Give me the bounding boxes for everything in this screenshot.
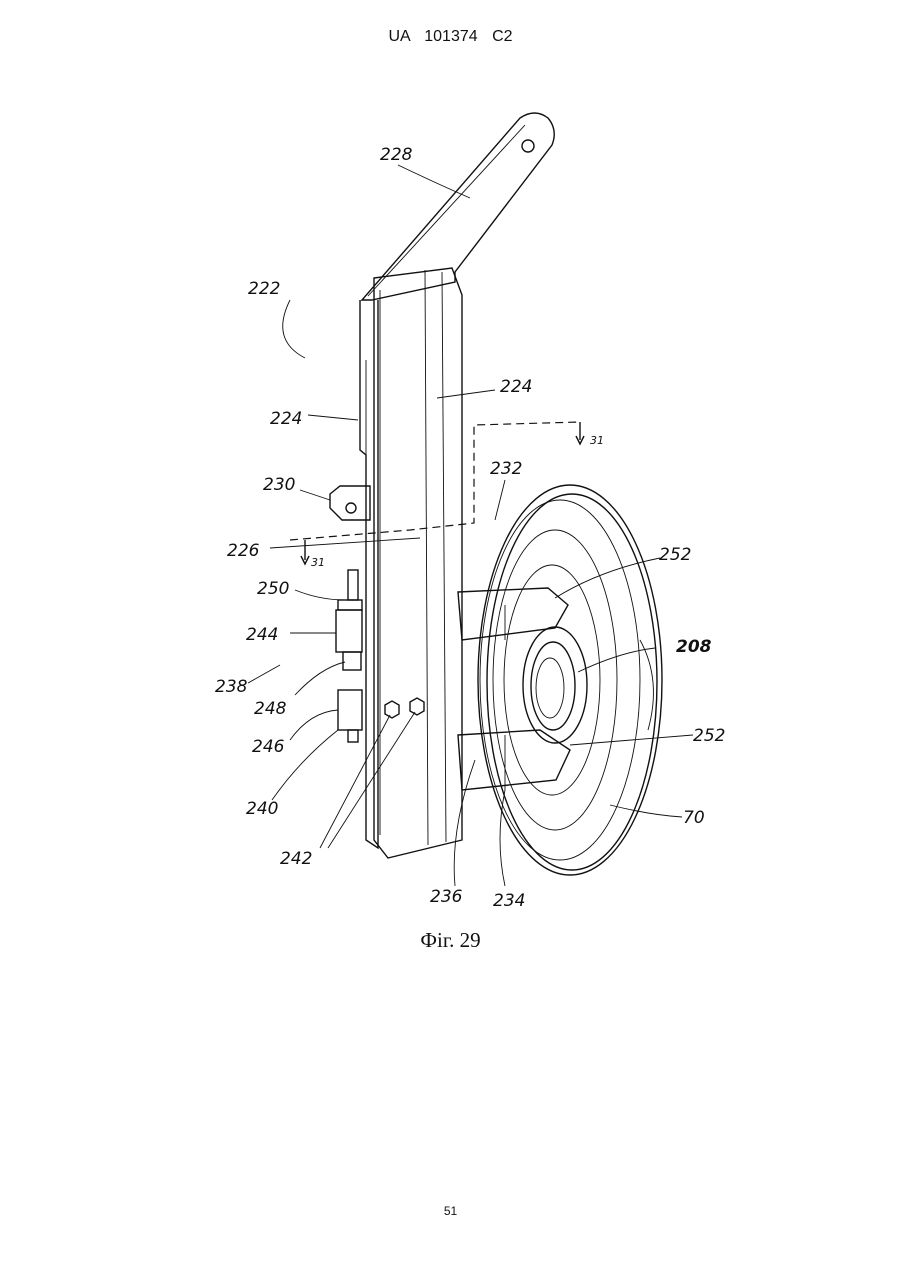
hub-208: [523, 627, 587, 743]
label-248: 248: [254, 699, 287, 719]
label-232: 232: [490, 459, 522, 479]
axle-brackets: [458, 588, 570, 790]
label-240: 240: [246, 799, 278, 819]
front-plate-224: [374, 268, 462, 858]
label-234: 234: [493, 891, 525, 911]
figure-caption: Фіг. 29: [0, 928, 901, 953]
back-plate-224: [360, 300, 378, 848]
label-238: 238: [215, 677, 248, 697]
label-226: 226: [227, 541, 260, 561]
label-230: 230: [263, 475, 295, 495]
wheel-70: [478, 485, 662, 875]
label-224-right: 224: [500, 377, 532, 397]
label-208: 208: [676, 637, 712, 657]
label-250: 250: [257, 579, 289, 599]
label-244: 244: [246, 625, 278, 645]
label-224-left: 224: [270, 409, 302, 429]
label-70: 70: [683, 808, 705, 828]
label-228: 228: [380, 145, 413, 165]
label-252-bottom: 252: [693, 726, 725, 746]
arm-228: [362, 113, 554, 300]
section-line-31: [290, 422, 584, 564]
page-number: 51: [0, 1204, 901, 1218]
label-31-right: 31: [590, 434, 604, 447]
label-242: 242: [280, 849, 312, 869]
label-246: 246: [252, 737, 285, 757]
label-252-top: 252: [659, 545, 691, 565]
nuts-242: [385, 698, 424, 718]
bracket-230: [330, 486, 370, 520]
hinge-assembly-238: [336, 570, 362, 742]
label-222: 222: [248, 279, 280, 299]
label-236: 236: [430, 887, 463, 907]
label-31-left: 31: [311, 556, 325, 569]
